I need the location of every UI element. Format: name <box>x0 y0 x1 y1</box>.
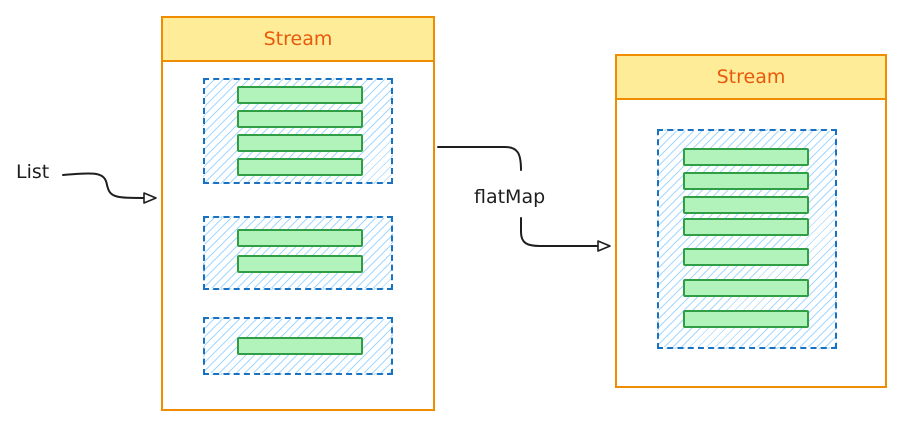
list-item <box>237 134 363 152</box>
list-item <box>237 229 363 247</box>
list-item <box>683 248 809 266</box>
list-item <box>683 172 809 190</box>
right-stream-header: Stream <box>617 56 885 100</box>
list-label: List <box>16 161 50 183</box>
flatmap-arrowhead <box>597 240 611 252</box>
left-group-2 <box>203 216 393 290</box>
list-arrowhead <box>143 192 157 204</box>
list-item <box>237 110 363 128</box>
list-item <box>237 158 363 176</box>
left-group-1 <box>203 78 393 184</box>
list-item <box>683 148 809 166</box>
right-stream-box: Stream <box>615 54 887 388</box>
left-stream-box: Stream <box>161 16 435 411</box>
flatmap-to-stream-arrow <box>520 217 601 247</box>
left-group-3 <box>203 317 393 375</box>
right-group-1 <box>657 129 837 349</box>
list-item <box>683 196 809 214</box>
list-item <box>237 337 363 355</box>
list-item <box>683 218 809 236</box>
right-stream-title: Stream <box>716 66 786 88</box>
stream-to-flatmap-line <box>437 146 522 171</box>
list-to-stream-arrow <box>62 172 151 199</box>
list-item <box>683 279 809 297</box>
left-stream-title: Stream <box>263 28 333 50</box>
flatmap-label: flatMap <box>474 186 546 208</box>
list-item <box>683 310 809 328</box>
list-item <box>237 86 363 104</box>
left-stream-header: Stream <box>163 18 433 62</box>
list-item <box>237 255 363 273</box>
